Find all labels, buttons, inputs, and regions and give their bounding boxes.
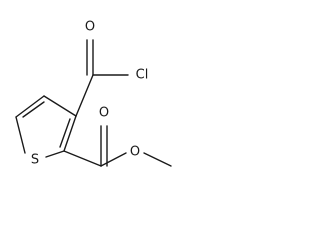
structure-canvas: O Cl S O O [0,0,176,184]
bond-c2-s [45,150,65,158]
atom-label-ester-carbonyl-oxygen: O [99,106,109,121]
bond-s-c5 [15,116,26,154]
bond-ester-c-o [100,152,127,167]
atom-label-acyl-oxygen: O [85,20,95,35]
molecule-structure-diagram: O Cl S O O [15,20,172,168]
bond-c5-c4-inner [22,101,45,118]
bond-c3-c2 [63,115,77,152]
bond-c3-c2-inner [59,118,71,148]
atom-label-sulfur: S [31,153,39,168]
bond-c4-c3 [43,95,77,117]
bond-c5-c4 [15,95,45,118]
bond-c2-ester-c [63,150,102,167]
atom-label-ester-oxygen: O [130,145,140,160]
atom-label-chlorine: Cl [136,68,149,83]
bond-c3-carbonyl [75,74,94,117]
bond-o-methyl [143,152,172,167]
